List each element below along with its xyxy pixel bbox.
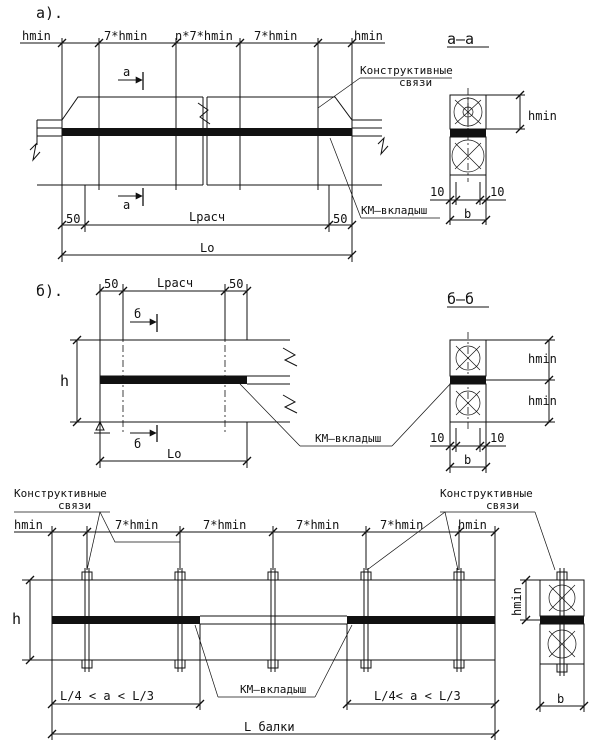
panel-a-dim-7hmin-2: 7*hmin [254,29,297,43]
panel-c-dim-7hmin-3: 7*hmin [296,518,339,532]
panel-b-dim-span: Lрасч [157,276,193,290]
panel-a-section-10-right: 10 [490,185,504,199]
panel-c-dim-7hmin-4: 7*hmin [380,518,423,532]
panel-c-ties-right-1: Конструктивные [440,487,533,500]
panel-b-section-hmin-top: hmin [528,352,557,366]
panel-c: Конструктивные связи Конструктивные связ… [12,487,589,740]
panel-c-dim-total: L балки [244,720,295,734]
panel-a-ties-label-2: связи [399,76,432,89]
panel-c-cross-section [539,568,585,676]
panel-c-section-hmin: hmin [510,587,524,616]
panel-b-cut-label-bottom: б [134,437,141,451]
panel-a-insert-label: КМ–вкладыш [361,204,427,217]
panel-b-section-10-left: 10 [430,431,444,445]
panel-c-insert-label: КМ–вкладыш [240,683,306,696]
panel-a-dim-span: Lрасч [189,210,225,224]
panel-c-range-right: L/4< a < L/3 [374,689,461,703]
panel-b-section-hmin-bottom: hmin [528,394,557,408]
panel-a-dim-50-right: 50 [333,212,347,226]
panel-c-range-left: L/4 < a < L/3 [60,689,154,703]
panel-a-dim-50-left: 50 [66,212,80,226]
panel-a-dim-total: Lo [200,241,214,255]
panel-a-cut-label-top: а [123,65,130,79]
panel-b-cross-section [449,332,487,430]
panel-b-section-10-right: 10 [490,431,504,445]
panel-a-section-b: b [464,207,471,221]
panel-a-cut-top: а [118,65,144,90]
panel-b-dim-50-right: 50 [229,277,243,291]
panel-a-cut-bottom: а [118,188,144,212]
panel-a-top-ticks [61,38,353,190]
panel-a-cross-section [449,88,487,182]
panel-b-dim-total: Lo [167,447,181,461]
panel-c-dim-h: h [12,610,21,628]
bolt [360,568,372,672]
panel-c-beam [51,579,496,661]
panel-b-beam [94,330,298,434]
panel-c-bolts [81,568,465,672]
panel-a-section-title: а–а [447,30,474,48]
panel-c-dim-hmin-left: hmin [14,518,43,532]
panel-b-dim-h: h [60,372,69,390]
panel-a-caption: а). [36,4,63,22]
panel-b-caption: б). [36,282,63,300]
panel-c-top-ticks [51,526,496,580]
bolt [453,568,465,672]
panel-a-ties-label-1: Конструктивные [360,64,453,77]
panel-a-section-10-left: 10 [430,185,444,199]
bolt [174,568,186,672]
bolt [267,568,279,672]
panel-a-dim-hmin-right: hmin [354,29,383,43]
panel-b-km-insert-bar [100,376,247,384]
panel-b-dim-50-left: 50 [104,277,118,291]
panel-b: б). 50 50 Lрасч б [36,276,557,473]
panel-c-ties-left-2: связи [58,499,91,512]
panel-a-dim-n7hmin: n*7*hmin [175,29,233,43]
panel-a: а). hmin 7*hmin n*7*hmin 7*hmin hmin [20,4,557,262]
panel-b-section-b: b [464,453,471,467]
panel-b-insert-label: КМ–вкладыш [315,432,381,445]
panel-a-dim-7hmin-1: 7*hmin [104,29,147,43]
panel-c-dim-hmin-right: hmin [458,518,487,532]
panel-a-dim-hmin-left: hmin [22,29,51,43]
bolt [81,568,93,672]
panel-b-cut-label-top: б [134,307,141,321]
panel-b-section-title: б–б [447,290,474,308]
panel-a-beam [29,90,389,190]
panel-c-section-b: b [557,692,564,706]
panel-c-ties-right-2: связи [486,499,519,512]
panel-c-dim-7hmin-1: 7*hmin [115,518,158,532]
panel-c-dim-7hmin-2: 7*hmin [203,518,246,532]
panel-a-tick-marks [57,38,357,48]
panel-a-cut-label-bottom: а [123,198,130,212]
panel-c-ties-left-1: Конструктивные [14,487,107,500]
panel-a-section-hmin: hmin [528,109,557,123]
